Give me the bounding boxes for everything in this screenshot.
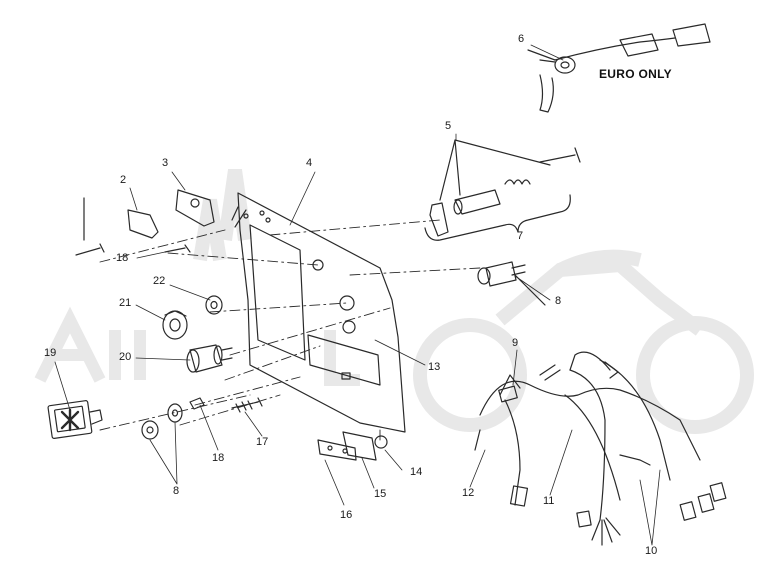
callout-14: 14: [410, 466, 423, 478]
screw-left: [75, 197, 105, 256]
callout-3: 3: [162, 157, 169, 169]
part-6-plug-b: [619, 33, 659, 57]
part-5-clip: [429, 202, 449, 237]
callout-7: 7: [517, 230, 524, 242]
harness-main: [479, 380, 701, 461]
callout-8-lower: 8: [173, 485, 180, 497]
callout-18-lower: 18: [212, 452, 225, 464]
panel-window-lower: [307, 334, 381, 386]
callout-19: 19: [44, 347, 57, 359]
part-2-bracket: [127, 209, 159, 239]
callout-18-upper: 18: [116, 252, 129, 264]
part-20-switch: [189, 344, 223, 373]
callout-13: 13: [428, 361, 441, 373]
panel-hole-3: [342, 320, 356, 334]
callout-5: 5: [445, 120, 452, 132]
callout-2: 2: [120, 174, 127, 186]
part-5-spring: [504, 179, 531, 185]
part-16-plate: [317, 439, 357, 461]
euro-only-note: EURO ONLY: [599, 67, 672, 81]
part-3-bracket: [175, 189, 215, 227]
callout-6: 6: [518, 33, 525, 45]
part-5-body: [454, 189, 501, 215]
part-7-brace: [424, 194, 571, 241]
part-14-nut: [374, 435, 388, 449]
panel-plate: [237, 192, 406, 433]
part-6-cable: [554, 37, 676, 61]
callout-4: 4: [306, 157, 313, 169]
callout-9: 9: [512, 337, 519, 349]
callout-15: 15: [374, 488, 387, 500]
part-17-screw: [231, 397, 263, 413]
part-8-washer-lower: [167, 403, 183, 423]
part-5-pin: [539, 147, 581, 163]
harness-branch: [569, 351, 611, 371]
part-6-plug-a: [554, 56, 576, 74]
part-22-washer: [205, 295, 223, 315]
callout-10: 10: [645, 545, 658, 557]
callout-12: 12: [462, 487, 475, 499]
callout-21: 21: [119, 297, 132, 309]
part-6-plug-c: [672, 23, 711, 47]
callout-16: 16: [340, 509, 353, 521]
callout-11: 11: [543, 495, 555, 507]
callout-17: 17: [256, 436, 269, 448]
panel-window-upper: [249, 224, 306, 361]
part-8-nut-lower: [141, 420, 159, 440]
watermark-graphic: [34, 169, 754, 434]
panel-hole-2: [339, 295, 355, 311]
part-15-bracket: [342, 431, 377, 461]
callout-8-upper: 8: [555, 295, 562, 307]
parts-linework: [47, 23, 727, 546]
callout-20: 20: [119, 351, 132, 363]
part-8-toggle: [485, 261, 517, 287]
screw-18-upper: [164, 244, 191, 253]
panel-slot: [341, 372, 351, 380]
callout-22: 22: [153, 275, 166, 287]
